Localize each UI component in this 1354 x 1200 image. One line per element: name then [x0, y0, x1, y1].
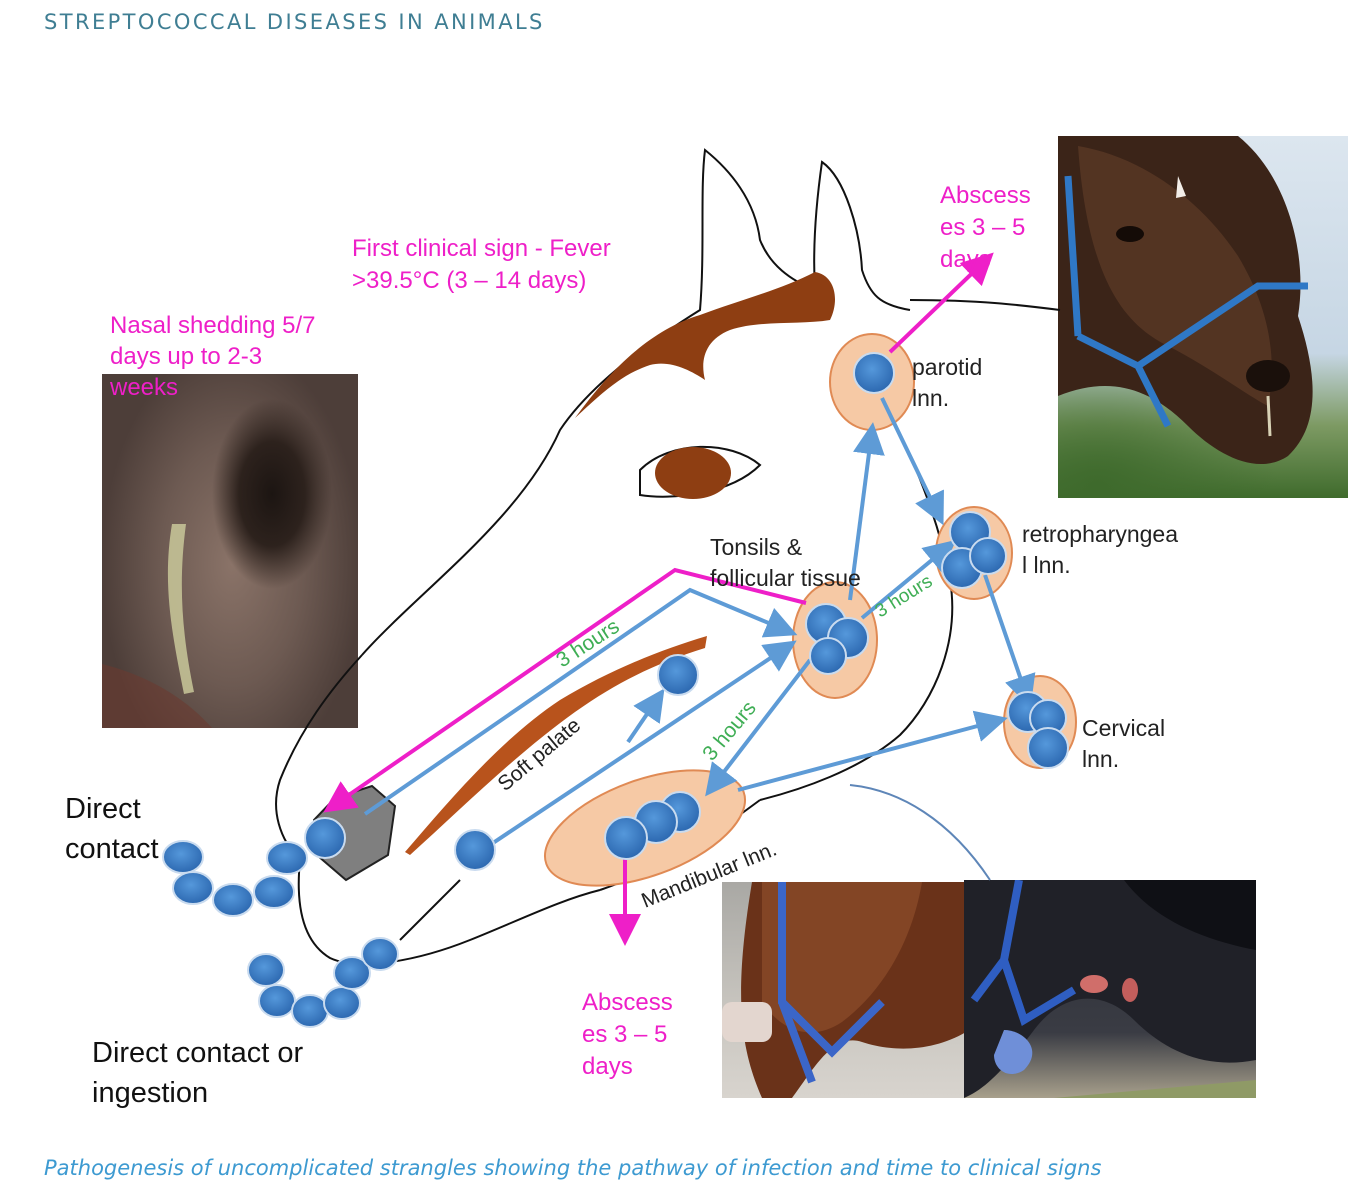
abscess-bottom-label: Abscess es 3 – 5 days — [582, 989, 679, 1080]
streptococci — [162, 352, 1069, 1028]
mane-shape — [575, 272, 835, 418]
tonsils-label: Tonsils & follicular tissue — [710, 534, 861, 591]
retropharyngeal-label: retropharyngea l lnn. — [1022, 521, 1184, 578]
three-hours-label-mandibular: 3 hours — [698, 697, 761, 765]
horse-head-photo — [1058, 136, 1348, 498]
draining-abscess-photo — [964, 880, 1256, 1098]
abscess-top-label: Abscess es 3 – 5 days — [940, 182, 1037, 273]
three-hours-label-retro: 3 hours — [872, 571, 937, 622]
infection-pathway-arrows — [363, 397, 1036, 847]
figure-caption: Pathogenesis of uncomplicated strangles … — [44, 1156, 1102, 1180]
direct-contact-ingestion-label: Direct contact or ingestion — [92, 1037, 311, 1109]
horse-eye — [655, 447, 731, 499]
fever-label: First clinical sign - Fever >39.5°C (3 –… — [352, 235, 617, 294]
direct-contact-label: Direct contact — [65, 793, 159, 865]
parotid-label: parotid lnn. — [912, 354, 989, 411]
page-header: STREPTOCOCCAL DISEASES IN ANIMALS — [44, 10, 545, 34]
nostril-discharge-photo — [102, 374, 358, 728]
cervical-label: Cervical lnn. — [1082, 715, 1171, 772]
nasal-shedding-label: Nasal shedding 5/7 days up to 2-3 weeks — [109, 312, 322, 401]
swollen-jaw-photo — [722, 882, 966, 1098]
